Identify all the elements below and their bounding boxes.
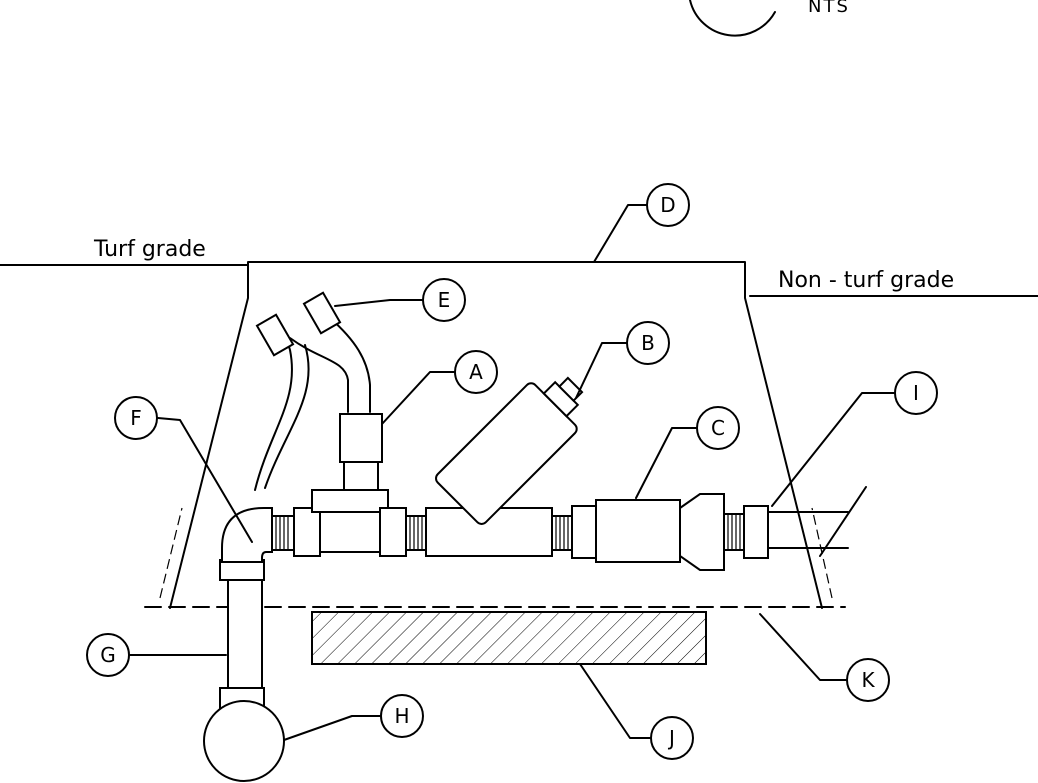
wire-connector-left — [255, 313, 295, 357]
callout-f-label: F — [130, 406, 142, 430]
callout-e: E — [422, 278, 466, 322]
callout-h: H — [380, 694, 424, 738]
control-valve-cap — [339, 413, 383, 463]
turf-grade: Turf grade — [0, 237, 249, 266]
callout-i: I — [894, 371, 938, 415]
pressure-regulator — [595, 499, 681, 563]
scale-note: NTS — [808, 0, 850, 17]
callout-c-label: C — [711, 416, 725, 440]
box-wall-dash-left — [159, 507, 183, 599]
filter-canister — [435, 376, 584, 525]
callout-h-label: H — [394, 704, 409, 728]
callout-e-label: E — [438, 288, 451, 312]
mainline-pipe — [203, 700, 285, 782]
callout-c: C — [696, 406, 740, 450]
non-turf-grade: Non - turf grade — [749, 268, 1038, 297]
callout-k-label: K — [861, 668, 875, 692]
pipe-adapter — [743, 505, 769, 559]
callout-g: G — [86, 633, 130, 677]
callout-g-label: G — [100, 643, 116, 667]
callout-d: D — [646, 183, 690, 227]
tee-top — [311, 489, 389, 513]
callout-a: A — [454, 350, 498, 394]
non-turf-grade-label: Non - turf grade — [778, 268, 954, 293]
callout-a-label: A — [469, 360, 483, 384]
pipe-run — [271, 413, 867, 571]
callout-d-label: D — [660, 193, 675, 217]
callout-j: J — [650, 716, 694, 760]
callout-k: K — [846, 658, 890, 702]
callout-i-label: I — [913, 381, 919, 405]
brick-support — [311, 611, 707, 665]
callout-b-label: B — [641, 331, 655, 355]
wire-group — [254, 291, 371, 491]
wire-connector-right — [302, 291, 342, 335]
callout-b: B — [626, 321, 670, 365]
callout-f: F — [114, 396, 158, 440]
callout-j-label: J — [667, 726, 675, 750]
title-bubble: NTS — [689, 0, 850, 37]
leaders — [129, 204, 896, 741]
riser-pipe — [227, 577, 263, 691]
turf-grade-label: Turf grade — [93, 237, 206, 262]
